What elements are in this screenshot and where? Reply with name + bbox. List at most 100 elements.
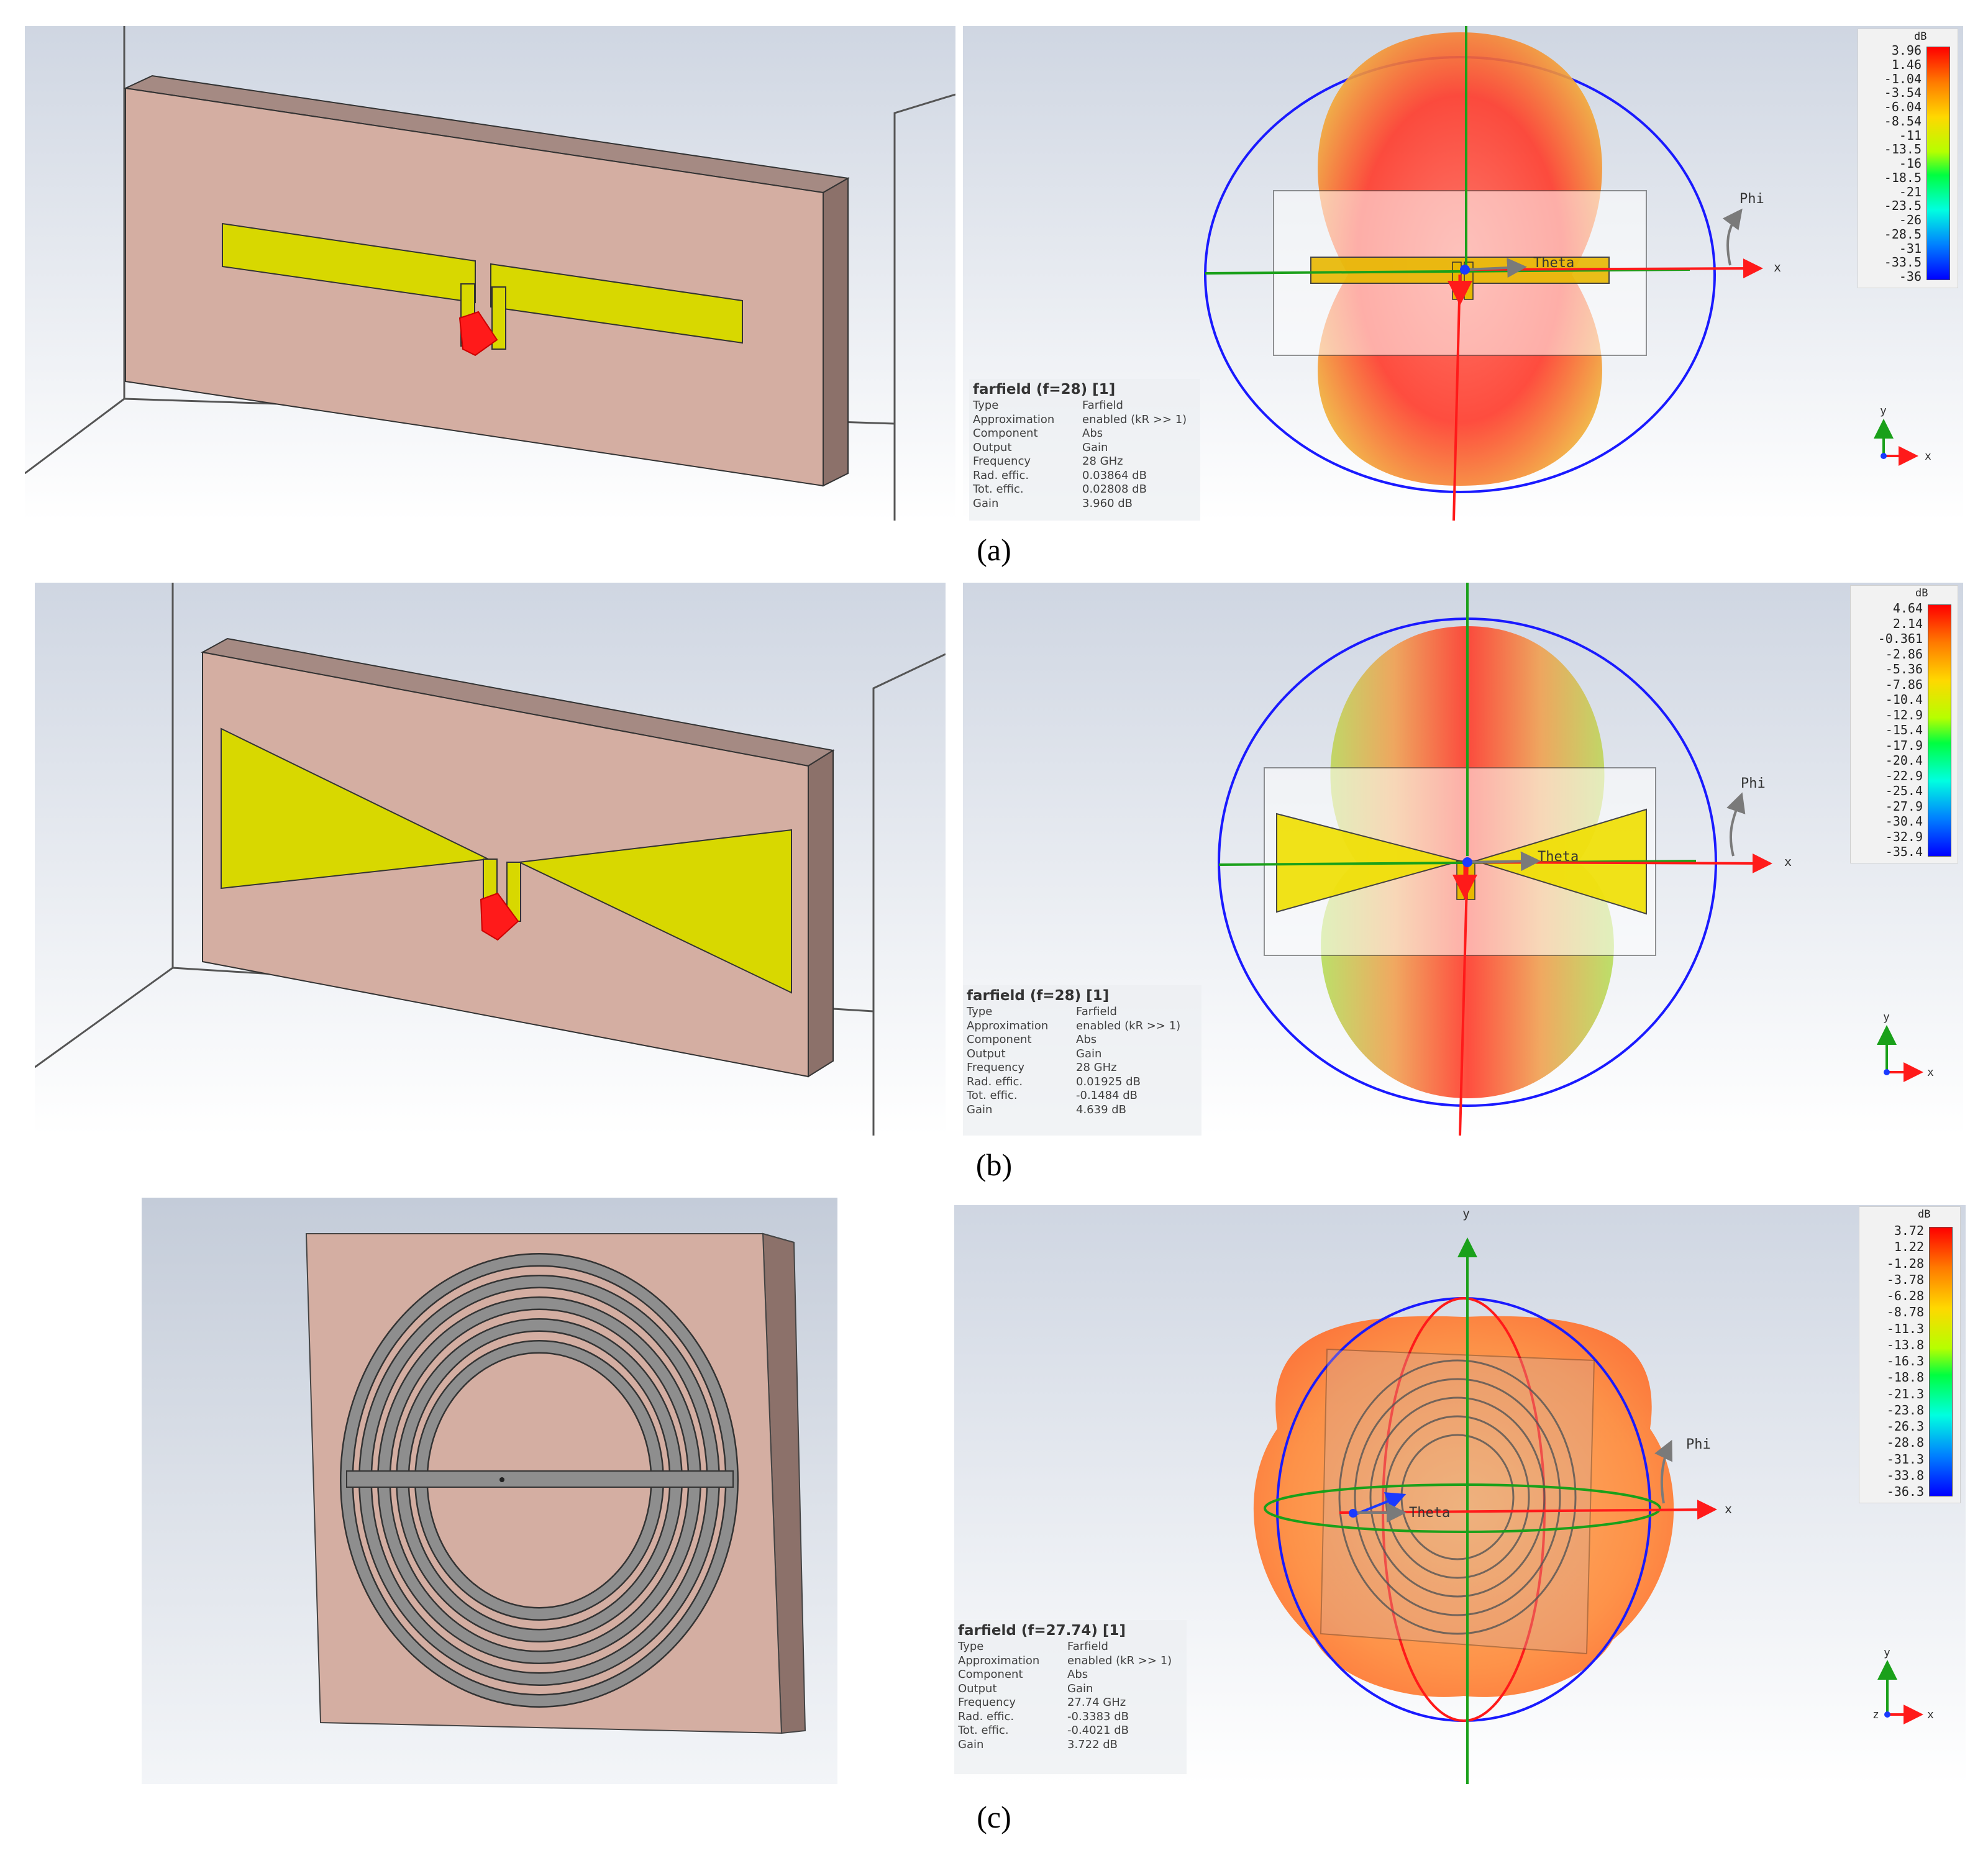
svg-text:y: y	[1883, 1011, 1890, 1024]
info-cell: Frequency	[967, 1061, 1024, 1074]
model-view-c[interactable]	[142, 1198, 837, 1784]
axis-triad: y x	[1874, 404, 1931, 466]
colorbar-tick-label: -1.04	[1884, 71, 1922, 86]
colorbar-tick-label: -21.3	[1886, 1386, 1924, 1401]
info-cell: Frequency	[958, 1696, 1016, 1709]
colorbar-tick-label: -16	[1899, 156, 1922, 171]
colorbar-tick-label: -8.54	[1884, 113, 1922, 129]
info-cell: Gain	[958, 1737, 984, 1751]
caption-b: (b)	[975, 1147, 1013, 1182]
colorbar-tick-label: -18.5	[1884, 170, 1922, 185]
colorbar-tick-label: -25.4	[1885, 783, 1923, 798]
colorbar-tick-label: -36	[1899, 269, 1922, 284]
info-row: Frequency 27.74 GHz	[958, 1696, 1183, 1710]
colorbar-tick-label: -28.8	[1886, 1435, 1924, 1450]
info-cell: Approximation	[958, 1654, 1040, 1667]
info-row: Tot. effic.-0.4021 dB	[958, 1724, 1183, 1738]
colorbar-tick-label: -26.3	[1886, 1419, 1924, 1434]
info-cell: Frequency	[973, 455, 1031, 468]
info-cell: 4.639 dB	[1076, 1103, 1127, 1116]
farfield-plot-a: Phi Theta x y x	[1204, 26, 1931, 521]
theta-label: Theta	[1538, 849, 1579, 865]
info-cell: Rad. effic.	[958, 1710, 1015, 1723]
colorbar-tick-label: -31.3	[1886, 1451, 1924, 1467]
bowtie-model-drawing	[35, 583, 946, 1136]
info-cell: Abs	[1076, 1033, 1097, 1046]
colorbar-unit: dB	[1915, 587, 1928, 599]
colorbar-tick-label: -32.9	[1885, 829, 1923, 844]
info-cell: Component	[967, 1033, 1032, 1046]
colorbar-tick-label: -31	[1899, 240, 1922, 256]
colorbar-tick-label: -3.54	[1884, 85, 1922, 101]
info-cell: 28 GHz	[1082, 455, 1123, 468]
colorbar-tick-label: -30.4	[1885, 814, 1923, 829]
model-view-a[interactable]	[25, 26, 955, 521]
info-cell: Farfield	[1082, 399, 1123, 412]
colorbar-tick-label: -11	[1899, 127, 1922, 143]
info-cell: enabled (kR >> 1)	[1067, 1654, 1172, 1667]
info-cell: Type	[973, 399, 999, 412]
phi-label: Phi	[1741, 776, 1766, 791]
info-row: Type Farfield	[973, 399, 1197, 413]
svg-text:x: x	[1925, 450, 1931, 463]
info-cell: -0.1484 dB	[1076, 1089, 1138, 1102]
y-axis-label: y	[1462, 1206, 1470, 1221]
colorbar-tick-label: -28.5	[1884, 226, 1922, 242]
info-row: Tot. effic.-0.1484 dB	[967, 1089, 1198, 1103]
farfield-plot-b: Phi Theta x y x	[1218, 583, 1934, 1136]
colorbar-tick-label: -17.9	[1885, 737, 1923, 753]
info-cell: Approximation	[967, 1019, 1049, 1032]
farfield-view-b[interactable]: Phi Theta x y x farfield (f=28) [1] Type…	[963, 583, 1963, 1136]
colorbar-unit: dB	[1918, 1208, 1931, 1221]
info-cell: Type	[958, 1640, 984, 1653]
colorbar-tick-label: -1.28	[1886, 1255, 1924, 1271]
info-cell: 3.960 dB	[1082, 496, 1133, 510]
colorbar-tick-label: -8.78	[1886, 1305, 1924, 1320]
info-cell: 27.74 GHz	[1067, 1696, 1126, 1709]
info-cell: Gain	[1067, 1682, 1093, 1695]
info-cell: 28 GHz	[1076, 1061, 1117, 1074]
info-title: farfield (f=28) [1]	[967, 988, 1110, 1004]
info-cell: 0.03864 dB	[1082, 468, 1147, 482]
feed-port	[480, 892, 519, 941]
info-cell: enabled (kR >> 1)	[1076, 1019, 1181, 1032]
colorbar-tick-label: -11.3	[1886, 1321, 1924, 1336]
info-cell: 3.722 dB	[1067, 1737, 1118, 1751]
colorbar-tick-label: -20.4	[1885, 753, 1923, 768]
theta-label: Theta	[1409, 1505, 1450, 1521]
colorbar-tick-label: -13.5	[1884, 142, 1922, 157]
info-row: Approximation enabled (kR >> 1)	[967, 1019, 1198, 1034]
farfield-view-c[interactable]: Phi Theta x y y x z farfield (f=27.74) […	[954, 1205, 1966, 1784]
feed-port	[458, 311, 498, 357]
bowtie-arms	[221, 727, 792, 994]
radiation-lobe	[1253, 1316, 1674, 1697]
info-cell: Rad. effic.	[967, 1075, 1023, 1088]
info-cell: -0.4021 dB	[1067, 1724, 1129, 1737]
info-cell: Tot. effic.	[973, 483, 1024, 496]
colorbar-tick-label: -0.361	[1877, 631, 1923, 646]
info-cell: Gain	[973, 496, 999, 510]
colorbar-tick-label: -15.4	[1885, 722, 1923, 737]
theta-label: Theta	[1533, 255, 1574, 271]
colorbar-tick-label: 1.22	[1894, 1239, 1924, 1255]
model-view-b[interactable]	[35, 583, 946, 1136]
colorbar-tick-label: -5.36	[1885, 662, 1923, 676]
info-cell: Component	[958, 1668, 1023, 1681]
info-row: Component Abs	[967, 1033, 1198, 1047]
info-row: Tot. effic.0.02808 dB	[973, 483, 1197, 497]
colorbar-gradient	[1929, 1227, 1953, 1496]
colorbar-tick-label: 3.96	[1891, 43, 1922, 58]
farfield-view-a[interactable]: Phi Theta x y x farfield (f=28) [1] Type…	[963, 26, 1963, 521]
colorbar-tick-label: -18.8	[1886, 1370, 1924, 1385]
info-cell: Output	[958, 1682, 997, 1695]
dipole-model-drawing	[25, 26, 955, 521]
farfield-plot-c: Phi Theta x y y x z	[1253, 1206, 1934, 1784]
